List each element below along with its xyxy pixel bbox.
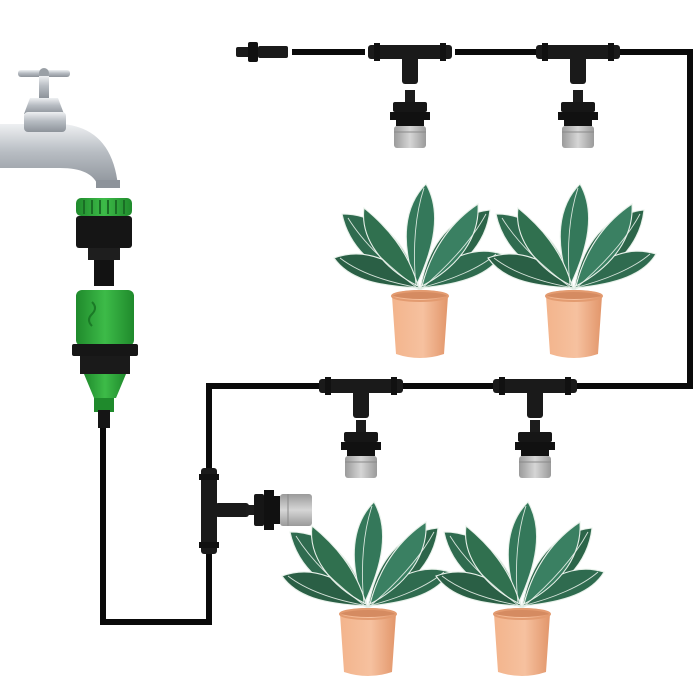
mist-nozzle-icon [514,419,556,479]
mist-nozzle-icon [340,419,382,479]
tee-fitting-icon [319,377,403,418]
potted-plant-icon [333,183,503,359]
mist-nozzle-icon [557,89,599,149]
potted-plant-icon [487,183,657,359]
mist-nozzle-icon [389,89,431,149]
hose-connector-icon [72,198,138,428]
end-plug-icon [236,42,288,62]
tee-fitting-icon [199,468,249,554]
potted-plant-icon [281,501,451,677]
tee-fitting-icon [536,43,620,84]
tee-fitting-icon [493,377,577,418]
mist-nozzle-icon [246,490,312,530]
faucet-icon [0,68,120,188]
tee-fitting-icon [368,43,452,84]
potted-plant-icon [435,501,605,677]
